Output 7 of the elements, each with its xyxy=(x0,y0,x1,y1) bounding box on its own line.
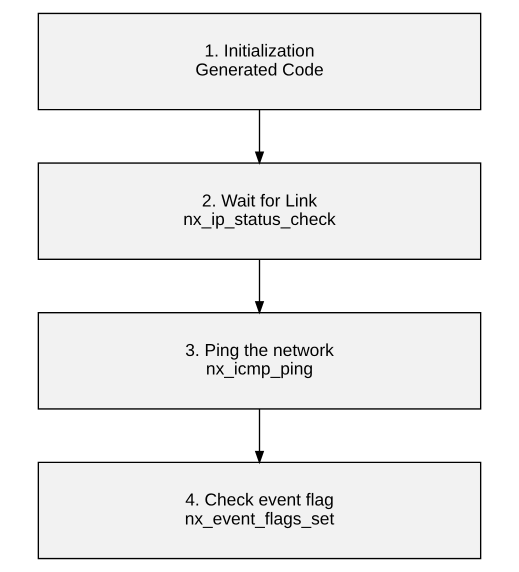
node-box: 4. Check event flag nx_event_flags_set xyxy=(38,462,482,560)
arrow xyxy=(254,409,264,464)
arrow xyxy=(254,110,264,165)
node-box: 3. Ping the network nx_icmp_ping xyxy=(38,312,482,410)
arrow xyxy=(254,259,264,315)
node-box: 2. Wait for Link nx_ip_status_check xyxy=(38,162,482,260)
node-box: 1. Initialization Generated Code xyxy=(38,12,482,110)
